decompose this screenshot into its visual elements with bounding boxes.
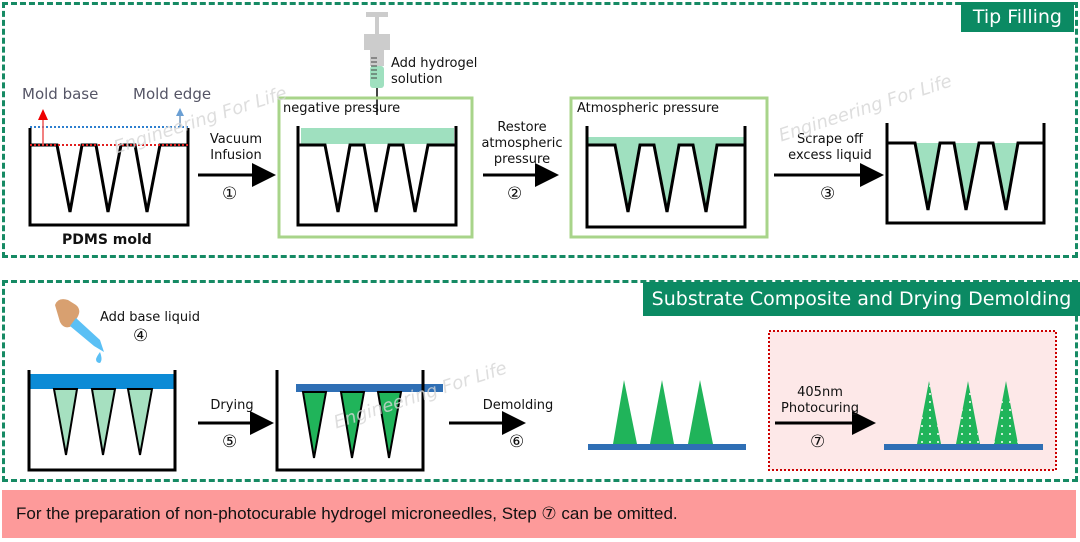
demolded-microneedles bbox=[588, 380, 746, 450]
negative-pressure-box bbox=[277, 96, 474, 239]
step1-label: Vacuum Infusion bbox=[209, 132, 263, 163]
mold-dried bbox=[275, 370, 443, 472]
step2-number: ② bbox=[507, 184, 523, 204]
step7-label: 405nm Photocuring bbox=[781, 385, 859, 416]
atmospheric-pressure-label: Atmospheric pressure bbox=[577, 101, 720, 116]
pdms-mold-label: PDMS mold bbox=[62, 232, 152, 248]
step6-label: Demolding bbox=[482, 398, 554, 413]
mold-base-arrow-head bbox=[38, 109, 48, 120]
step7-number: ⑦ bbox=[810, 432, 826, 452]
mold-base-label: Mold base bbox=[22, 85, 99, 103]
negative-pressure-label: negative pressure bbox=[283, 101, 401, 116]
add-hydrogel-label: Add hydrogel solution bbox=[391, 56, 478, 87]
mold-base-liquid bbox=[27, 370, 177, 472]
step3-number: ③ bbox=[820, 184, 836, 204]
tip-filling-banner: Tip Filling bbox=[960, 2, 1074, 32]
pdms-mold-empty bbox=[28, 108, 190, 227]
step4-number: ④ bbox=[133, 326, 149, 346]
add-base-liquid-label: Add base liquid bbox=[100, 310, 201, 325]
atmospheric-pressure-box bbox=[569, 96, 769, 239]
substrate-panel bbox=[2, 280, 1078, 482]
photocured-microneedles bbox=[884, 381, 1043, 450]
step5-label: Drying bbox=[210, 398, 254, 413]
step3-label: Scrape off excess liquid bbox=[788, 132, 872, 163]
step5-number: ⑤ bbox=[222, 432, 238, 452]
mold-edge-arrow-head bbox=[176, 108, 184, 116]
note-banner: For the preparation of non-photocurable … bbox=[2, 490, 1076, 538]
mold-negative-pressure bbox=[296, 126, 458, 227]
substrate-banner: Substrate Composite and Drying Demolding bbox=[643, 282, 1080, 316]
step6-number: ⑥ bbox=[509, 432, 525, 452]
dropper-icon bbox=[55, 299, 104, 363]
syringe-icon bbox=[364, 12, 390, 115]
mold-edge-label: Mold edge bbox=[133, 85, 212, 103]
step1-number: ① bbox=[222, 184, 238, 204]
tip-filling-panel bbox=[2, 2, 1078, 258]
mold-atmospheric bbox=[585, 126, 747, 229]
step2-label: Restore atmospheric pressure bbox=[481, 120, 563, 167]
mold-scraped bbox=[885, 123, 1046, 225]
